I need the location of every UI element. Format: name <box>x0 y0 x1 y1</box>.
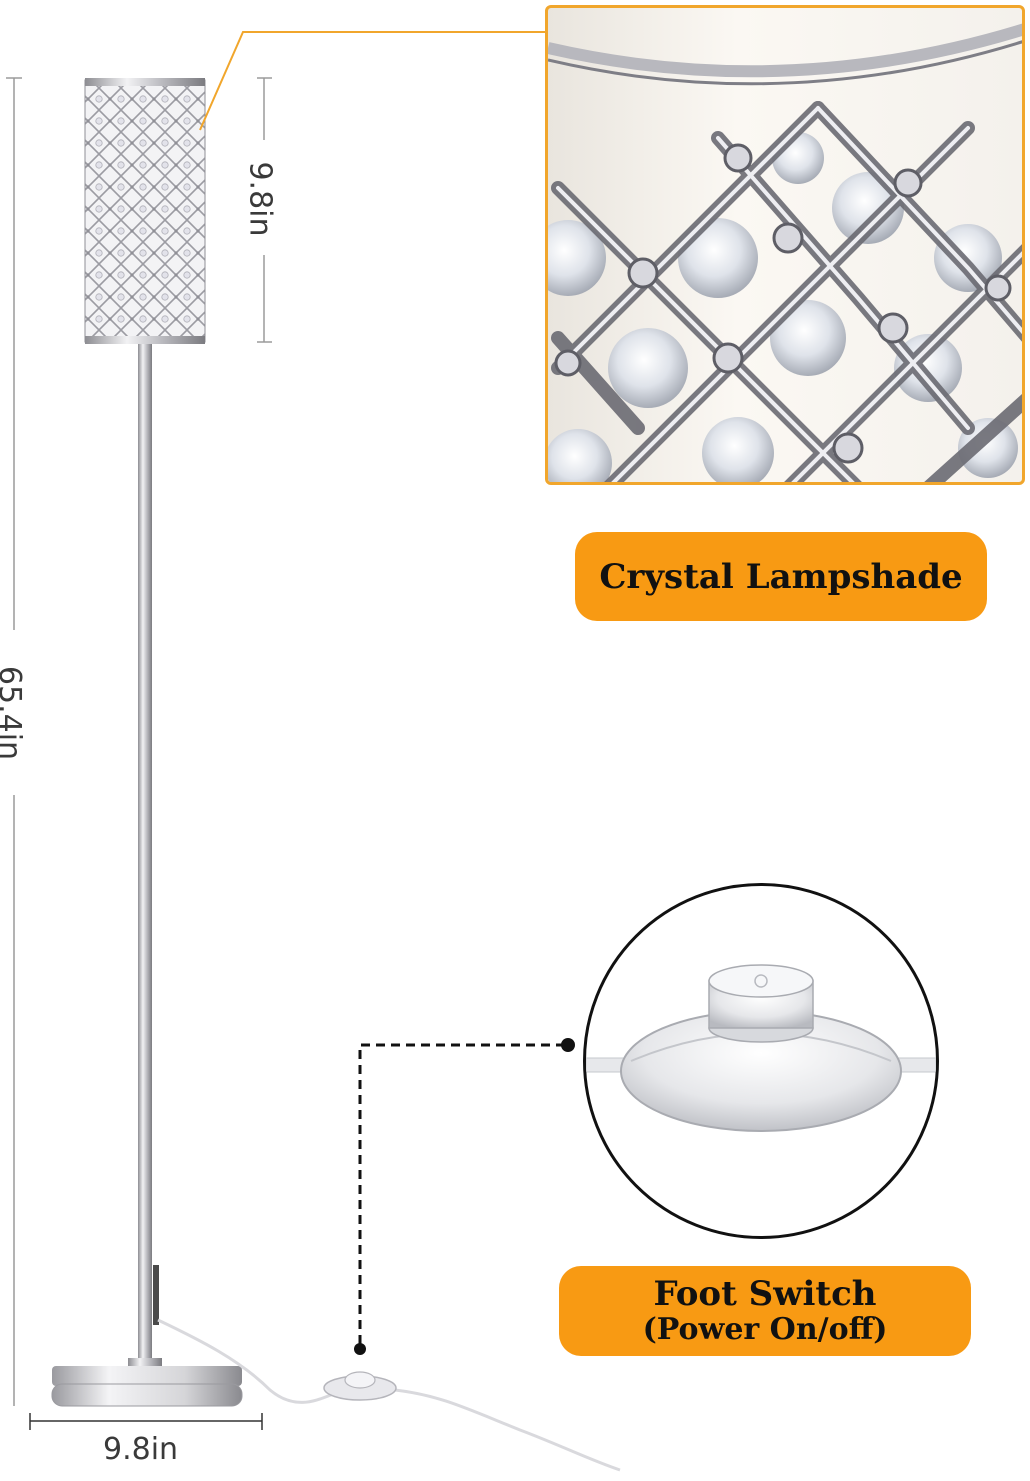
shade-height-label: 9.8in <box>242 161 278 237</box>
pole-cord-clip <box>153 1265 159 1325</box>
switch-leader-line <box>354 1038 575 1355</box>
lamp-pole <box>138 344 152 1364</box>
lampshade <box>84 78 206 344</box>
foot-switch-detail-image <box>583 883 939 1239</box>
foot-switch-sublabel: (Power On/off) <box>642 1312 888 1348</box>
power-cord <box>157 1318 621 1472</box>
crystal-lattice-icon <box>548 23 1022 482</box>
shade-height-dimension <box>257 77 272 343</box>
total-height-dimension <box>6 77 22 1406</box>
base-width-label: 9.8in <box>103 1432 179 1467</box>
total-height-label: 65.4in <box>0 665 27 761</box>
crystal-lampshade-label: Crystal Lampshade <box>599 556 963 597</box>
base-width-dimension <box>29 1413 263 1430</box>
lampshade-leader-line <box>199 31 545 131</box>
lamp-base <box>51 1358 243 1407</box>
foot-switch-icon <box>586 964 936 1132</box>
foot-switch-label: Foot Switch <box>653 1273 877 1314</box>
foot-switch-badge: Foot Switch (Power On/off) <box>559 1266 971 1356</box>
crystal-detail-image <box>545 5 1025 485</box>
crystal-lampshade-badge: Crystal Lampshade <box>575 532 987 621</box>
foot-switch-small <box>323 1371 397 1401</box>
